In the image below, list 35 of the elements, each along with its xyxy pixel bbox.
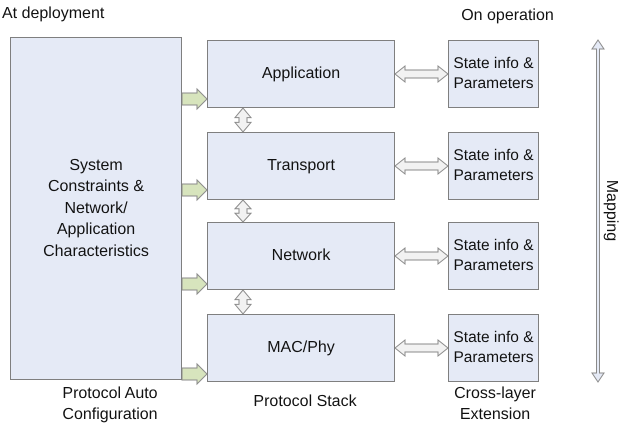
block-arrow bbox=[182, 272, 208, 296]
box-text: State info & Parameters bbox=[452, 146, 535, 186]
column-label: Protocol Auto Configuration bbox=[61, 384, 159, 425]
box-text: State info & Parameters bbox=[452, 54, 535, 94]
block-arrow bbox=[182, 362, 208, 386]
block-arrow bbox=[234, 289, 252, 315]
box-text: Network bbox=[272, 246, 330, 266]
block-arrow bbox=[182, 178, 208, 202]
state-box bbox=[448, 40, 539, 108]
state-box bbox=[448, 314, 539, 382]
box-text: MAC/Phy bbox=[267, 338, 335, 358]
block-arrow bbox=[394, 64, 449, 84]
layer-box bbox=[207, 314, 395, 382]
column-label: Cross-layer Extension bbox=[453, 384, 537, 425]
block-arrow bbox=[394, 246, 449, 266]
axis-label: Mapping bbox=[602, 180, 622, 242]
block-arrow bbox=[234, 107, 252, 133]
column-label: Protocol Stack bbox=[252, 392, 358, 412]
box-text: State info & Parameters bbox=[452, 328, 535, 368]
block-arrow bbox=[394, 338, 449, 358]
input-box bbox=[10, 37, 182, 380]
state-box bbox=[448, 222, 539, 290]
box-text: Application bbox=[262, 64, 340, 84]
block-arrow bbox=[182, 88, 208, 110]
layer-box bbox=[207, 40, 395, 108]
layer-box bbox=[207, 222, 395, 290]
block-arrow bbox=[234, 199, 252, 223]
phase-label: At deployment bbox=[2, 4, 106, 24]
box-text: State info & Parameters bbox=[452, 236, 535, 276]
block-arrow bbox=[394, 156, 449, 176]
state-box bbox=[448, 132, 539, 200]
phase-label: On operation bbox=[460, 6, 555, 26]
box-text: System Constraints & Network/ Application Characteristics bbox=[42, 156, 150, 262]
box-text: Transport bbox=[267, 156, 335, 176]
layer-box bbox=[207, 132, 395, 200]
